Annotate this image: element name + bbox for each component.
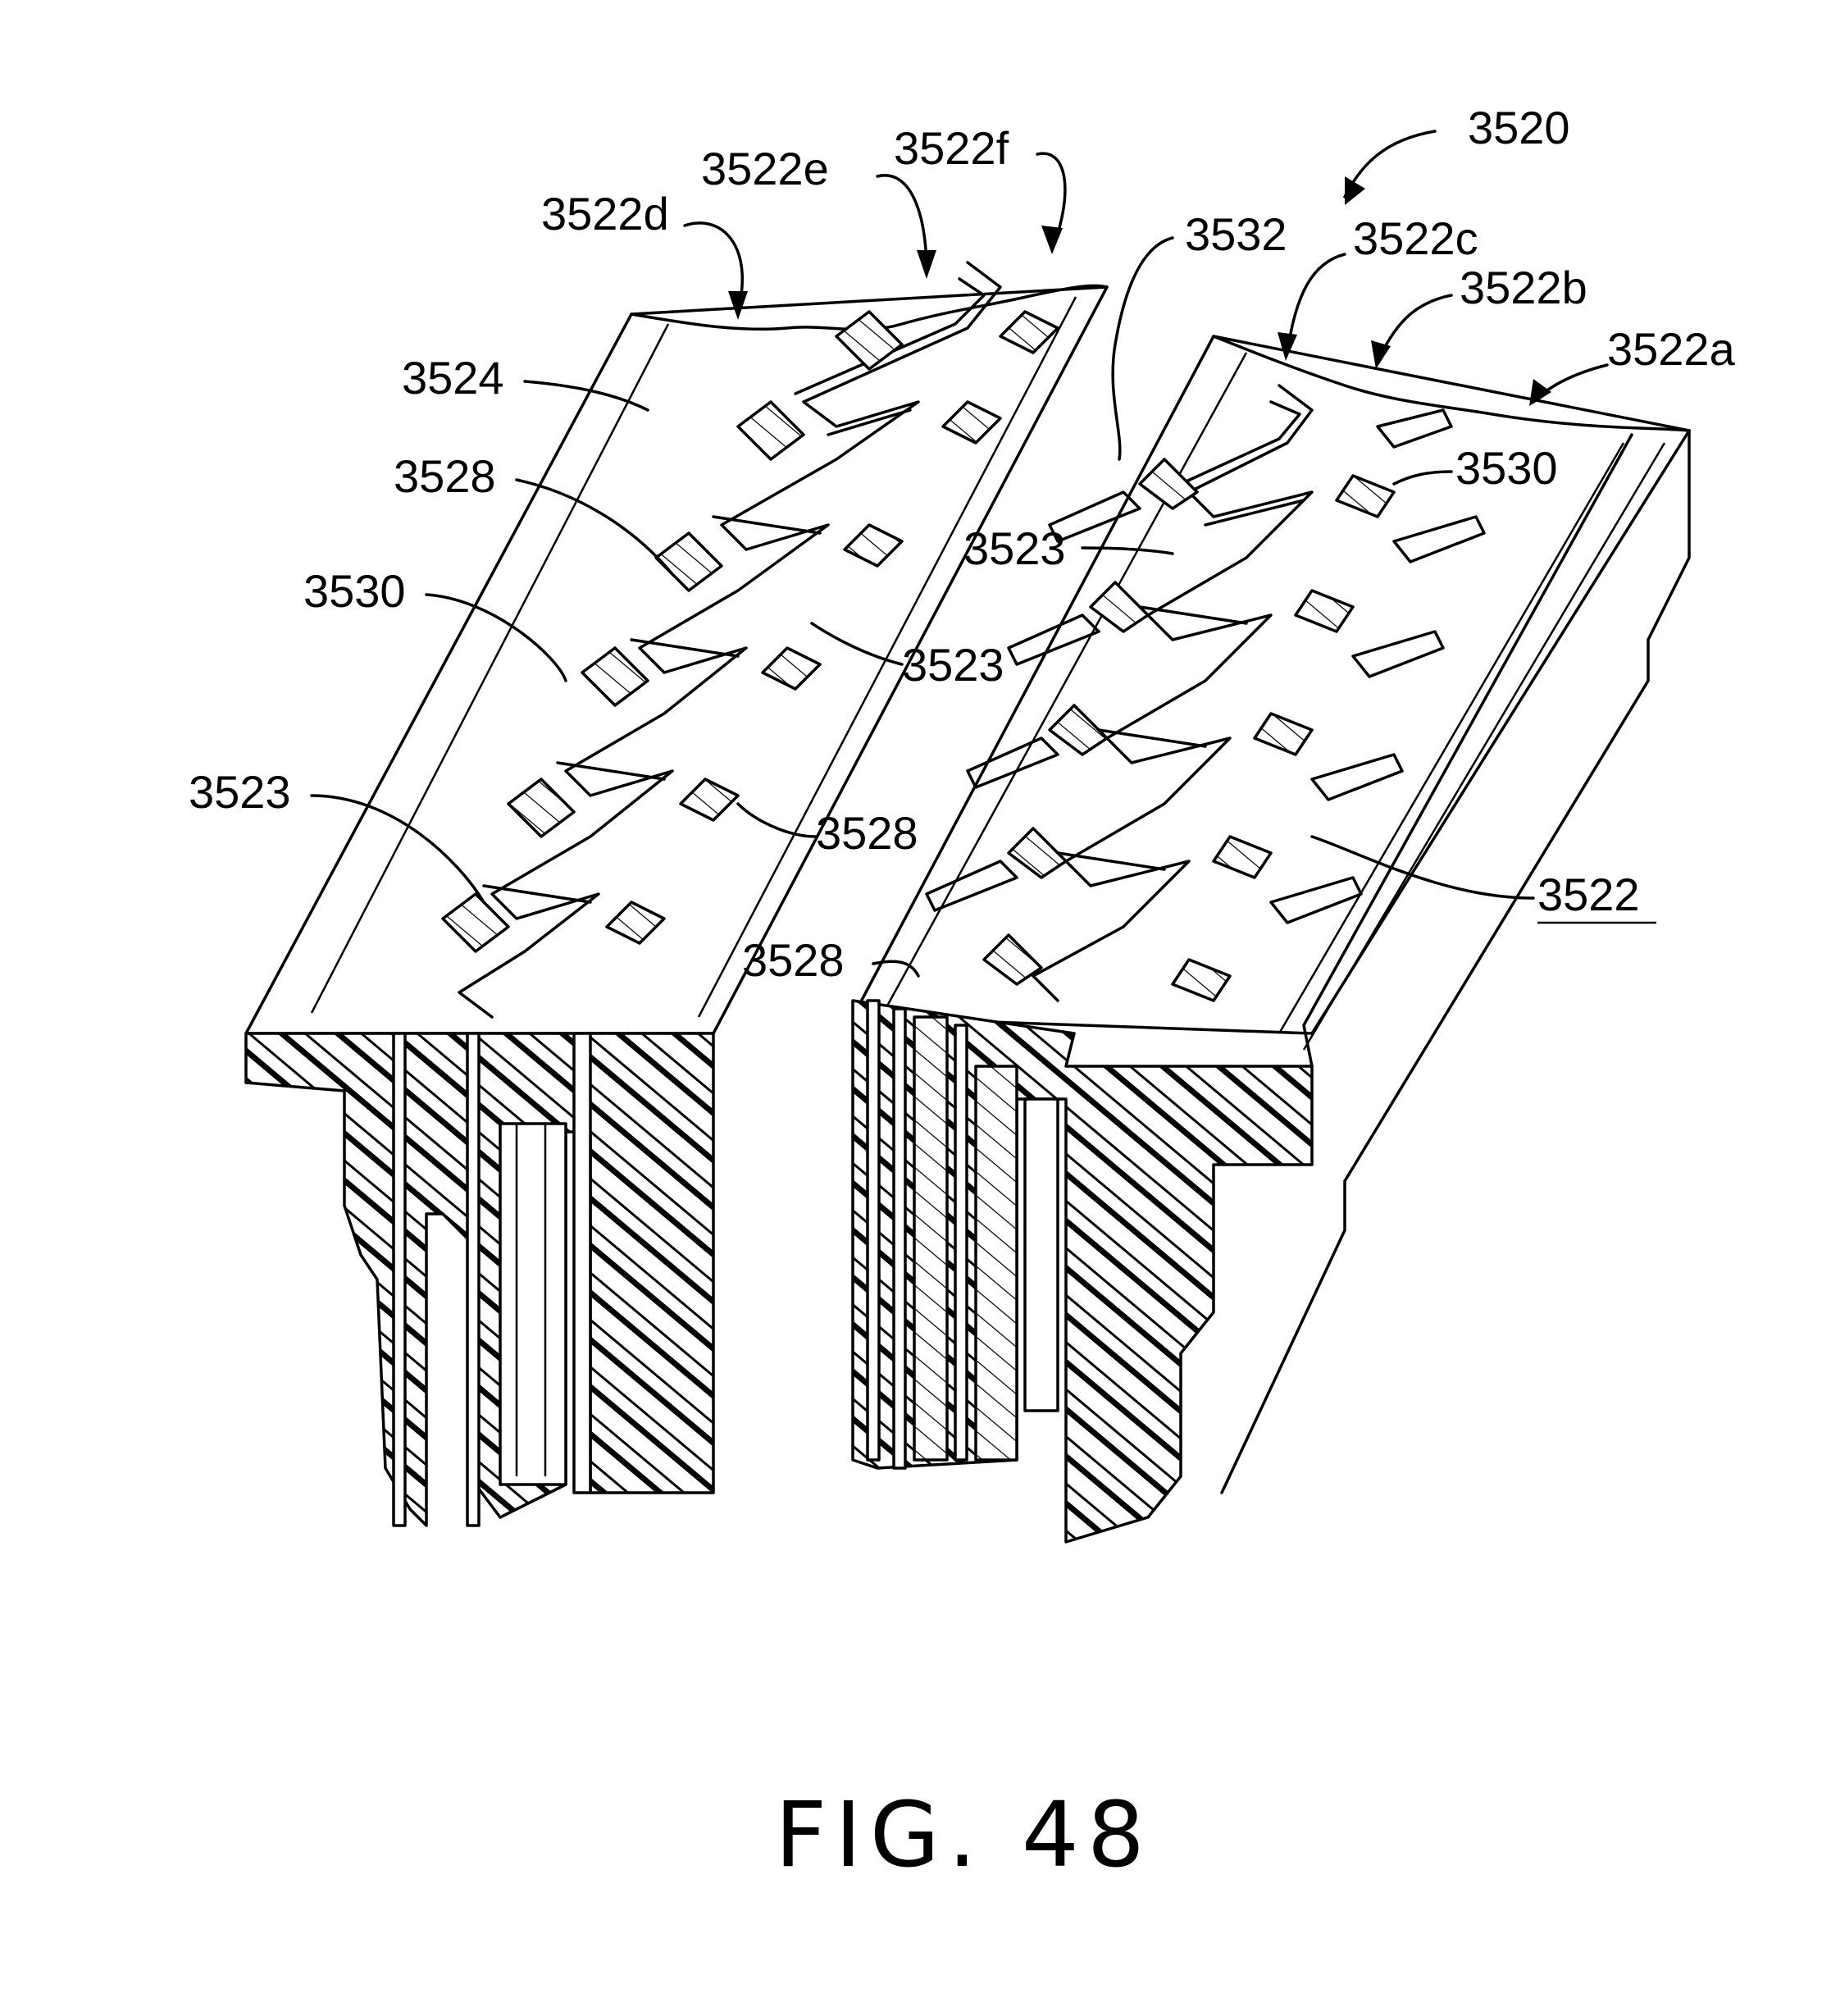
label-3522d: 3522d bbox=[541, 188, 669, 239]
label-3522: 3522 bbox=[1537, 869, 1640, 920]
label-3520: 3520 bbox=[1468, 102, 1570, 153]
label-3523-right: 3523 bbox=[963, 522, 1066, 574]
label-3522f: 3522f bbox=[894, 122, 1009, 174]
leader-lines bbox=[310, 130, 1609, 978]
right-deck bbox=[851, 335, 1691, 1544]
reference-labels: 3522d 3522e 3522f 3532 3520 3522c 3522b … bbox=[189, 102, 1736, 986]
label-3530-left: 3530 bbox=[303, 565, 406, 617]
staple-pockets-left bbox=[441, 310, 1059, 953]
right-section-slots bbox=[866, 999, 1059, 1470]
label-3522e: 3522e bbox=[701, 143, 829, 194]
left-deck bbox=[244, 284, 1109, 1527]
tapered-pockets-right bbox=[925, 408, 1486, 924]
left-staple-channel bbox=[441, 261, 1059, 1019]
label-3522b: 3522b bbox=[1460, 262, 1587, 313]
label-3532: 3532 bbox=[1185, 208, 1287, 260]
right-staple-channel bbox=[925, 384, 1486, 1002]
label-3524: 3524 bbox=[402, 352, 504, 404]
label-3523-left: 3523 bbox=[189, 766, 291, 818]
label-3522c: 3522c bbox=[1353, 212, 1478, 264]
label-3522a: 3522a bbox=[1607, 323, 1736, 375]
figure-caption: FIG. 48 bbox=[775, 1782, 1153, 1887]
staple-pockets-right bbox=[982, 458, 1396, 1002]
left-section-slots bbox=[392, 1032, 592, 1527]
label-3528-mid: 3528 bbox=[816, 807, 918, 859]
label-3528-left: 3528 bbox=[394, 450, 496, 502]
label-3528-right: 3528 bbox=[742, 934, 845, 986]
label-3530-right: 3530 bbox=[1455, 442, 1558, 494]
label-3523-mid: 3523 bbox=[902, 639, 1004, 691]
